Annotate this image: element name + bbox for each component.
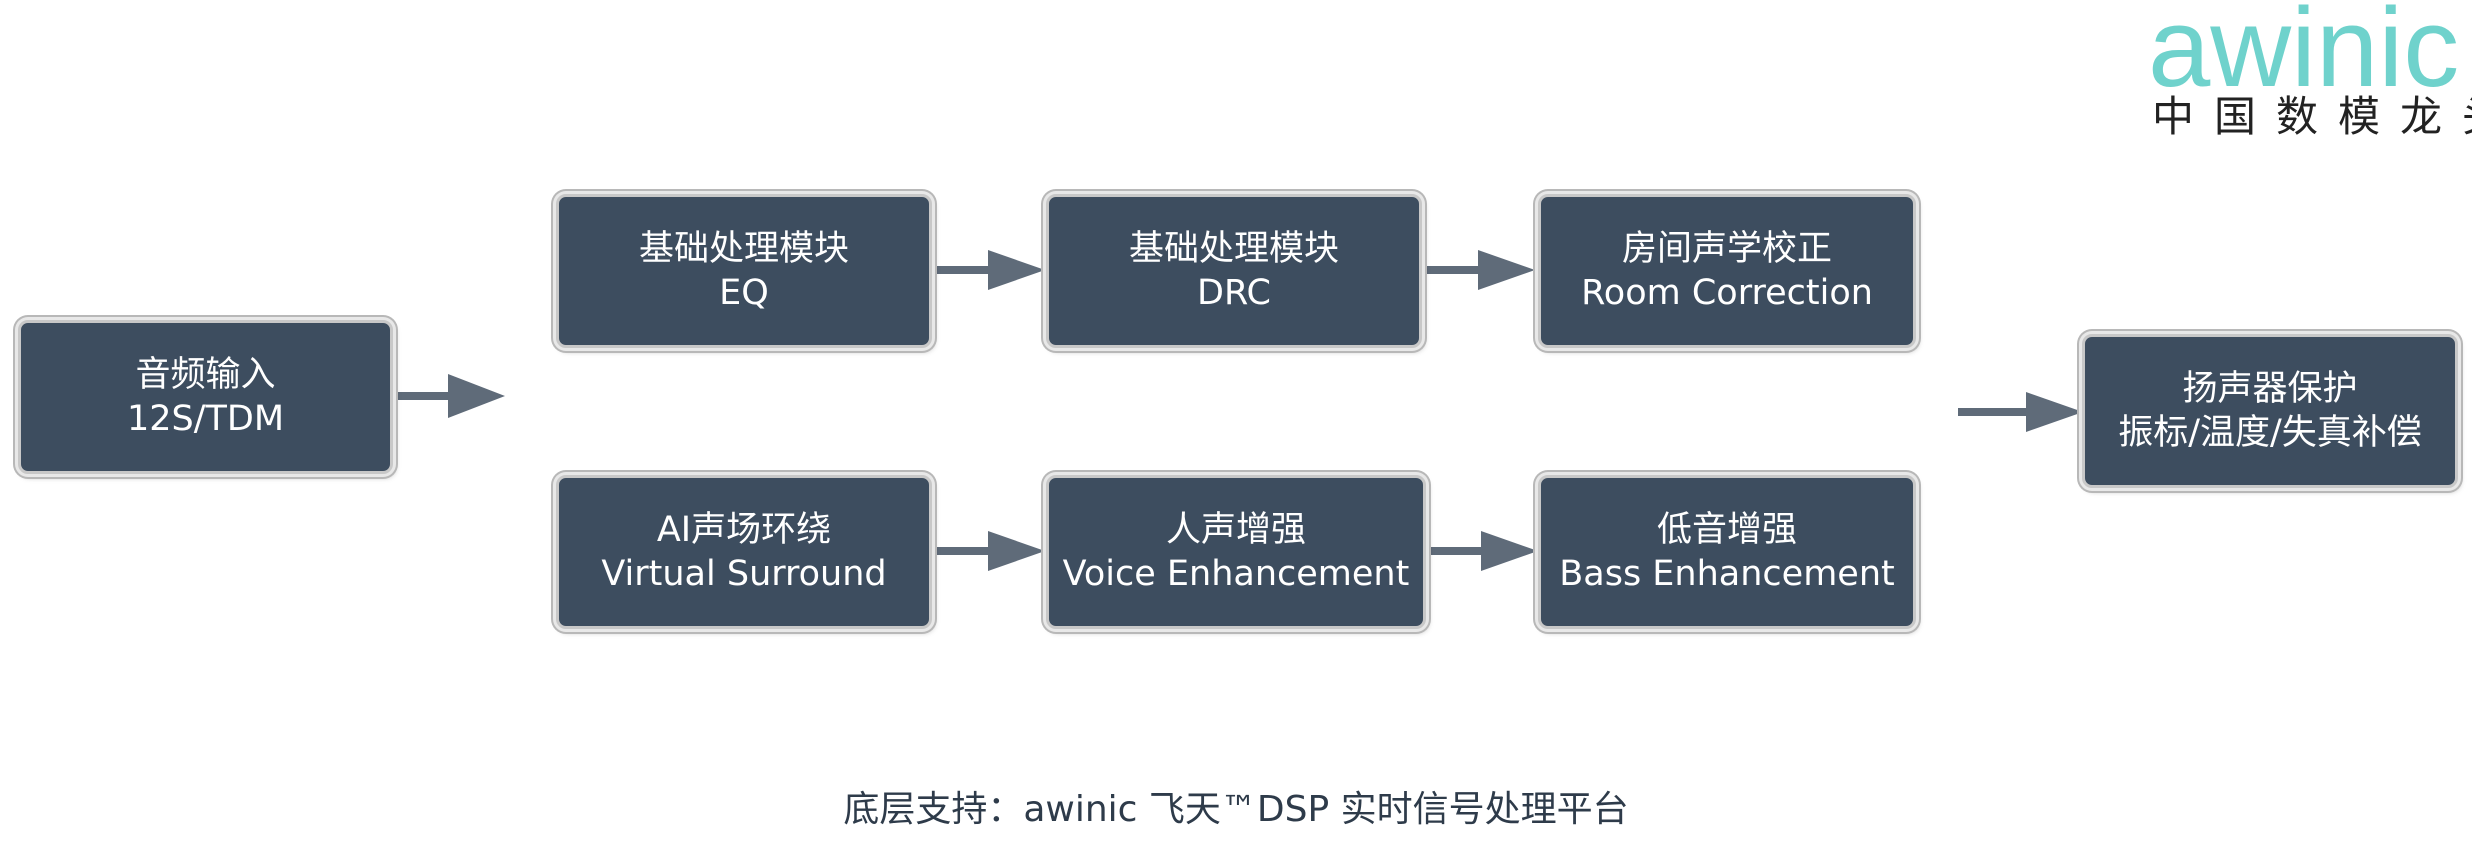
block-eq-subtitle: EQ (719, 273, 769, 313)
awinic-logo: awinic 中国数模龙头 (2140, 0, 2472, 150)
block-room-correction-subtitle: Room Correction (1581, 273, 1873, 313)
block-virtual-surround-subtitle: Virtual Surround (601, 554, 887, 594)
block-eq: 基础处理模块 EQ (556, 194, 932, 348)
block-speaker-protection-title: 扬声器保护 (2182, 369, 2358, 409)
block-audio-input-title: 音频输入 (135, 355, 276, 395)
block-drc-subtitle: DRC (1197, 273, 1271, 313)
block-bass-enhancement-title: 低音增强 (1656, 510, 1797, 550)
block-audio-input: 音频输入 12S/TDM (18, 320, 393, 474)
block-drc-title: 基础处理模块 (1128, 229, 1339, 269)
footer-caption: 底层支持：awinic 飞天™DSP 实时信号处理平台 (843, 789, 1629, 830)
block-voice-enhancement-title: 人声增强 (1165, 510, 1306, 550)
block-voice-enhancement-subtitle: Voice Enhancement (1062, 554, 1410, 594)
arrow-input (392, 374, 505, 418)
block-drc: 基础处理模块 DRC (1046, 194, 1422, 348)
block-room-correction-title: 房间声学校正 (1621, 229, 1832, 269)
arrow-surround-to-voice (932, 531, 1045, 571)
block-virtual-surround: AI声场环绕 Virtual Surround (556, 475, 932, 629)
arrow-drc-to-room (1422, 250, 1535, 290)
logo-wordmark: awinic (2148, 0, 2460, 110)
block-speaker-protection: 扬声器保护 振标/温度/失真补偿 (2082, 334, 2458, 488)
arrow-eq-to-drc (932, 250, 1045, 290)
block-bass-enhancement: 低音增强 Bass Enhancement (1538, 475, 1916, 629)
block-speaker-protection-subtitle: 振标/温度/失真补偿 (2118, 413, 2422, 453)
block-voice-enhancement: 人声增强 Voice Enhancement (1046, 475, 1426, 629)
block-virtual-surround-title: AI声场环绕 (656, 510, 832, 550)
block-room-correction: 房间声学校正 Room Correction (1538, 194, 1916, 348)
arrow-to-protection (1958, 392, 2083, 432)
arrow-voice-to-bass (1425, 531, 1538, 571)
block-audio-input-subtitle: 12S/TDM (126, 399, 285, 439)
block-bass-enhancement-subtitle: Bass Enhancement (1559, 554, 1895, 594)
logo-tagline: 中国数模龙头 (2152, 92, 2472, 141)
block-eq-title: 基础处理模块 (638, 229, 849, 269)
